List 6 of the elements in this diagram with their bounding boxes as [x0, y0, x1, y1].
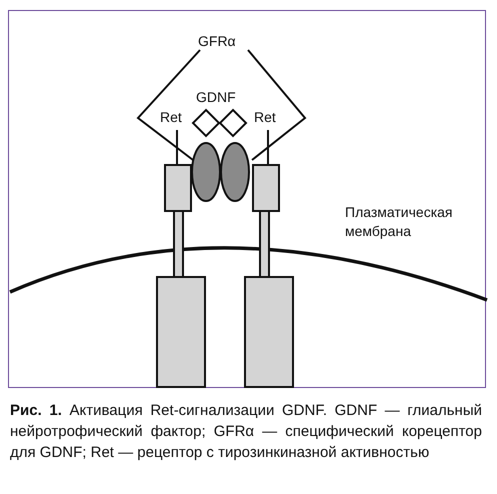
part-label: Ret	[160, 109, 182, 125]
part-label: GFRα	[198, 33, 236, 49]
part-label: GDNF	[196, 89, 236, 105]
figure-caption: Рис. 1. Активация Ret-сигнализации GDNF. GDNF — глиальный нейротрофический фактор; GFRα — специфический корецептор для GDNF; Ret — рецептор с тирозинкиназной активностью	[10, 401, 482, 463]
part-label: Ret	[254, 109, 276, 125]
membrane-label: Плазматическая мембрана	[345, 203, 454, 241]
